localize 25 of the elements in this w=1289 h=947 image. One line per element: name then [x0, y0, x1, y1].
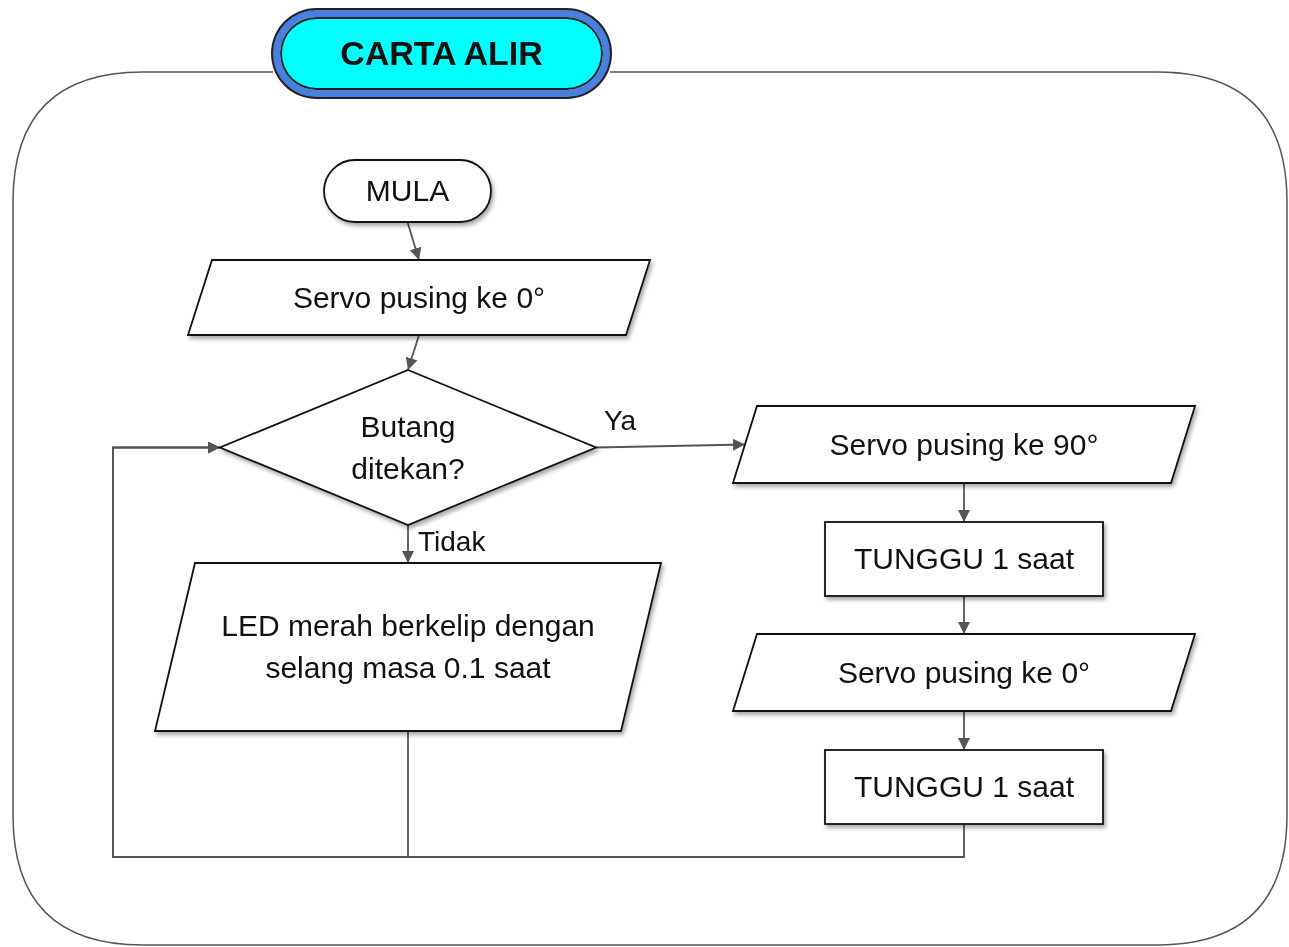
arrow — [405, 334, 420, 371]
node-text: Butang ditekan? — [350, 408, 466, 487]
title-pill: CARTA ALIR — [273, 10, 610, 97]
input-output-parallelogram — [155, 563, 661, 731]
node-text: Servo pusing ke 0° — [837, 654, 1091, 691]
input-output-parallelogram — [733, 634, 1195, 711]
input-output-parallelogram — [733, 406, 1195, 483]
node-text: Servo pusing ke 90° — [829, 426, 1099, 463]
node-text: TUNGGU 1 saat — [853, 541, 1075, 577]
arrow — [402, 524, 414, 564]
arrow — [112, 441, 965, 858]
process-box — [825, 750, 1103, 824]
arrow — [595, 438, 746, 451]
decision-diamond — [220, 370, 596, 525]
arrow — [958, 595, 970, 635]
node-text: Servo pusing ke 0° — [292, 279, 546, 316]
node-text: TUNGGU 1 saat — [853, 769, 1075, 805]
input-output-parallelogram — [188, 260, 650, 335]
node-text: LED merah berkelip dengan selang masa 0.1 saat — [220, 608, 596, 686]
process-box — [825, 522, 1103, 596]
node-text: MULA — [365, 173, 450, 209]
arrow — [958, 482, 970, 523]
arrow — [406, 221, 422, 261]
start-terminal — [324, 160, 491, 222]
arrow — [958, 710, 970, 751]
